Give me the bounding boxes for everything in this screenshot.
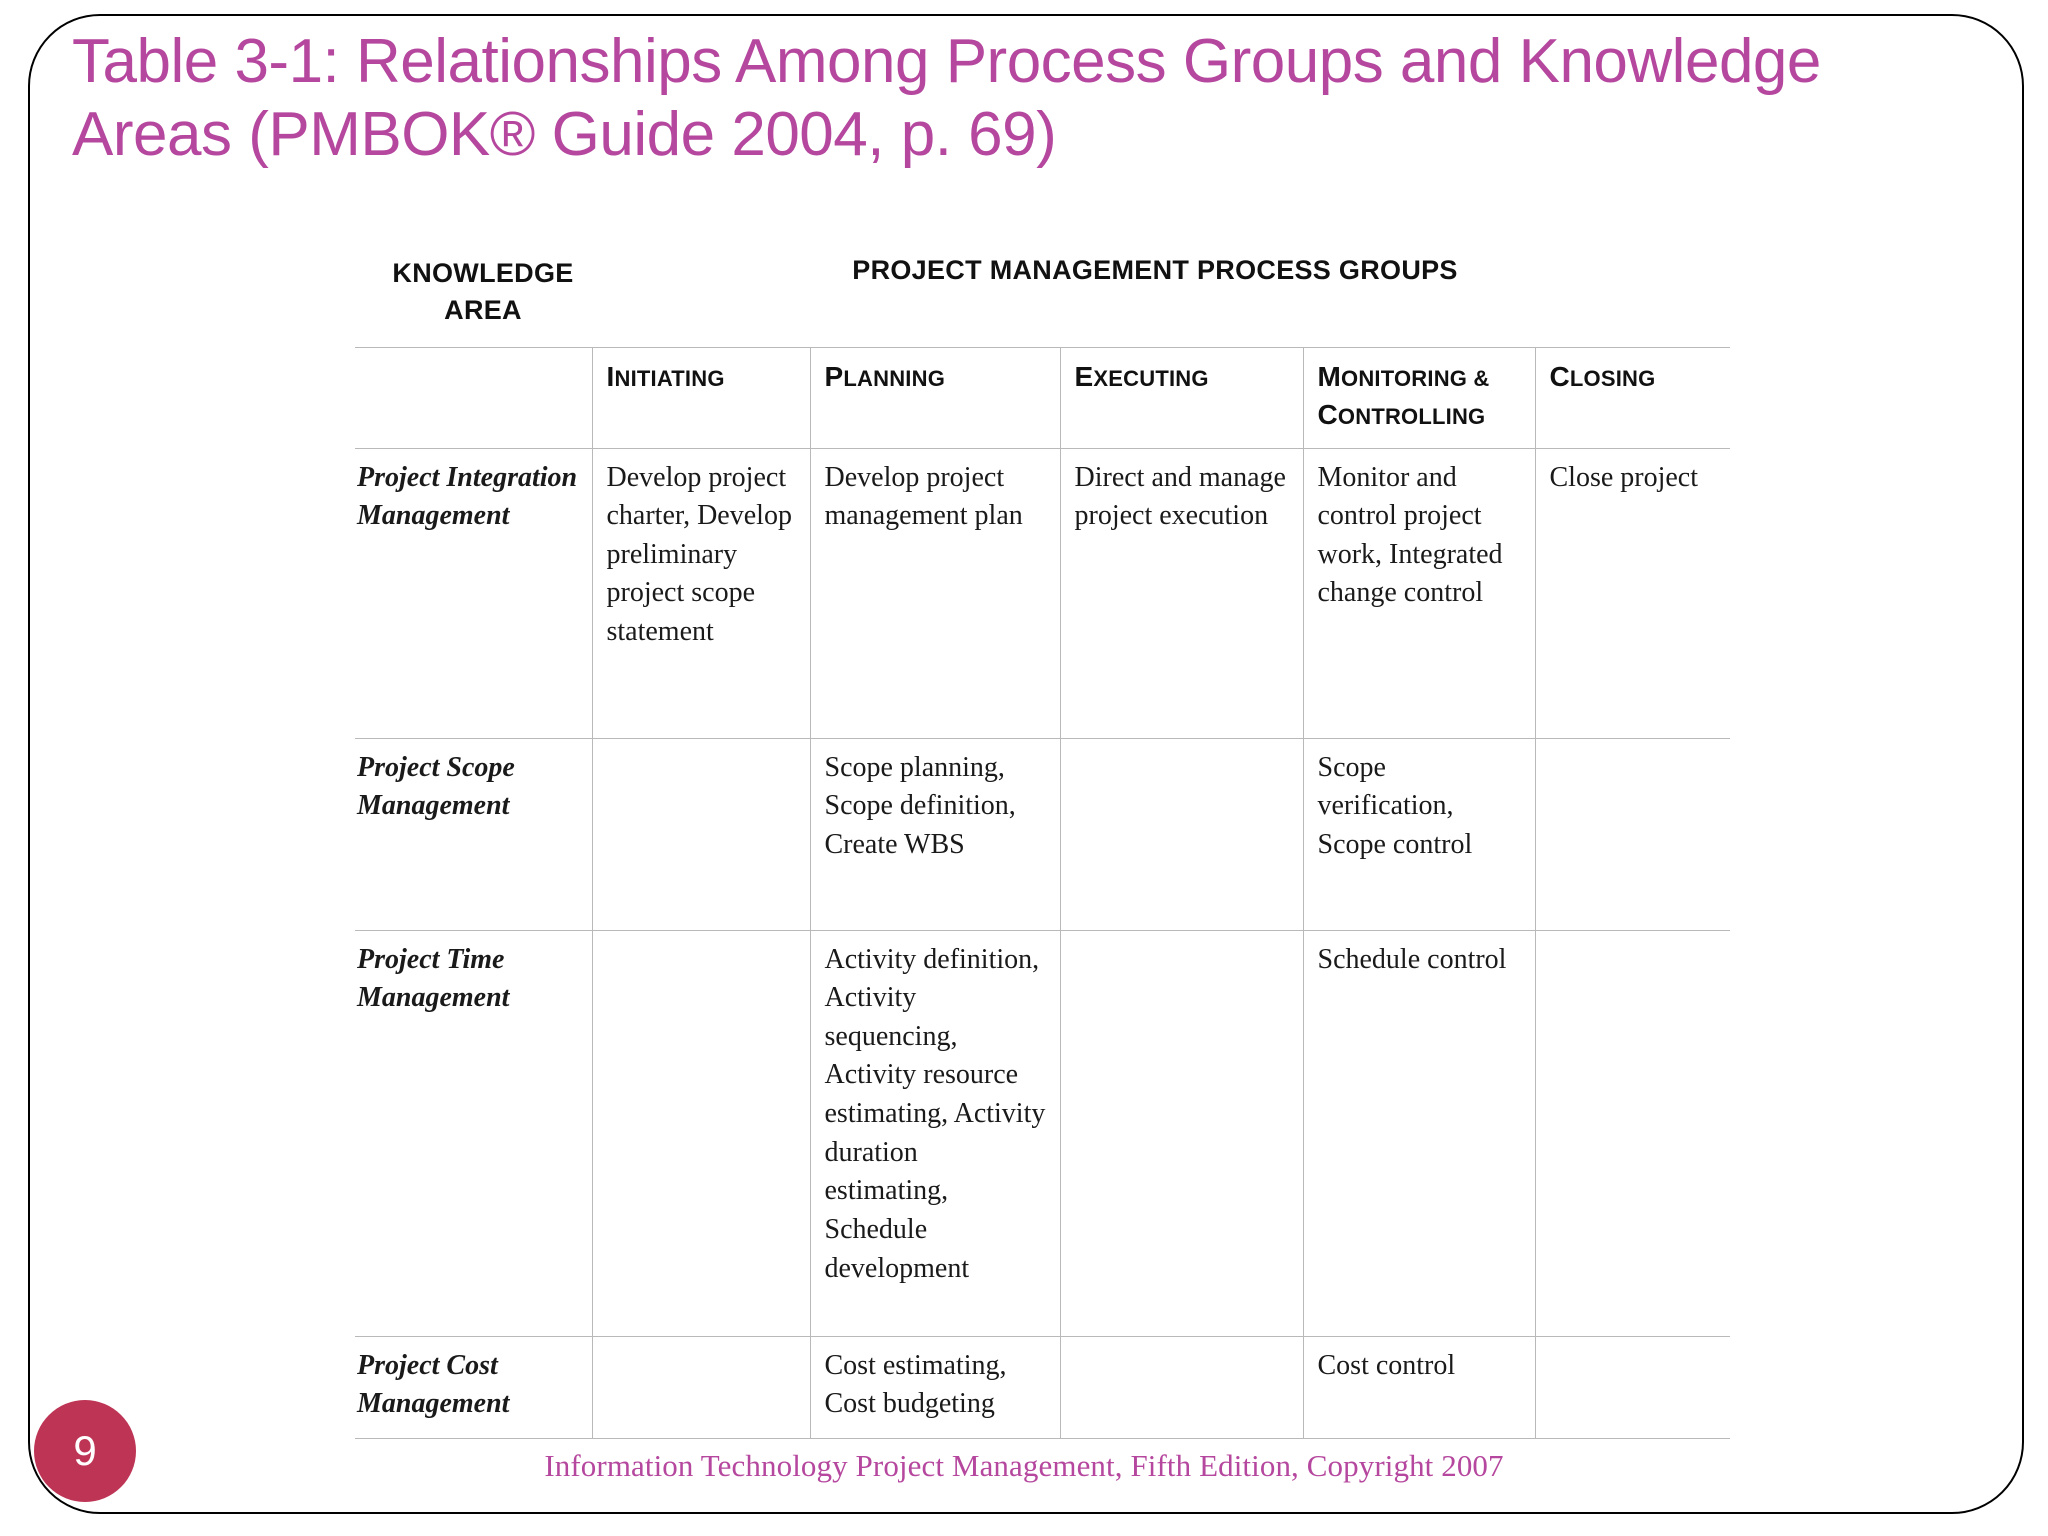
process-groups-header: PROJECT MANAGEMENT PROCESS GROUPS — [852, 255, 1458, 285]
cell-closing — [1534, 737, 1730, 931]
table-top-headers: KNOWLEDGE AREA PROJECT MANAGEMENT PROCES… — [355, 255, 1730, 347]
table-row: Project Integration Management Develop p… — [355, 447, 1730, 739]
column-header-closing: CLOSING — [1534, 347, 1730, 449]
cell-planning: Cost estimating, Cost budgeting — [809, 1335, 1060, 1439]
knowledge-area-cell: Project Integration Management — [355, 447, 592, 739]
cell-monitoring: Scope verification, Scope control — [1302, 737, 1535, 931]
monitoring-rest: ONITORING & — [1341, 366, 1490, 391]
knowledge-area-header-line1: KNOWLEDGE — [392, 258, 574, 288]
executing-rest: XECUTING — [1093, 366, 1209, 391]
table-row: Project Time Management Activity definit… — [355, 929, 1730, 1337]
cell-executing: Direct and manage project execution — [1059, 447, 1303, 739]
table-row: Project Cost Management Cost estimating,… — [355, 1335, 1730, 1439]
closing-cap: C — [1549, 361, 1570, 392]
cell-planning: Activity definition, Activity sequencing… — [809, 929, 1060, 1337]
initiating-cap: I — [606, 361, 615, 392]
cell-planning: Develop project management plan — [809, 447, 1060, 739]
cell-initiating: Develop project charter, Develop prelimi… — [591, 447, 810, 739]
table-row: Project Scope Management Scope planning,… — [355, 737, 1730, 931]
cell-executing — [1059, 1335, 1303, 1439]
knowledge-area-cell: Project Cost Management — [355, 1335, 592, 1439]
cell-closing — [1534, 1335, 1730, 1439]
controlling-cap: C — [1317, 398, 1338, 430]
cell-initiating — [591, 929, 810, 1337]
cell-initiating — [591, 737, 810, 931]
column-header-initiating: INITIATING — [591, 347, 810, 449]
footer-citation: Information Technology Project Managemen… — [544, 1448, 1504, 1483]
closing-rest: LOSING — [1569, 366, 1656, 391]
column-header-executing: EXECUTING — [1059, 347, 1303, 449]
cell-monitoring: Monitor and control project work, Integr… — [1302, 447, 1535, 739]
cell-initiating — [591, 1335, 810, 1439]
cell-monitoring: Schedule control — [1302, 929, 1535, 1337]
page-number-badge: 9 — [34, 1400, 136, 1502]
knowledge-area-header: KNOWLEDGE AREA — [363, 255, 603, 330]
cell-executing — [1059, 929, 1303, 1337]
column-header-monitoring-controlling: MONITORING & CONTROLLING — [1302, 347, 1535, 449]
initiating-rest: NITIATING — [614, 366, 725, 391]
relationships-table: INITIATING PLANNING EXECUTING MONITORING… — [355, 347, 1730, 1439]
table-header-row: INITIATING PLANNING EXECUTING MONITORING… — [355, 347, 1730, 449]
cell-planning: Scope planning, Scope definition, Create… — [809, 737, 1060, 931]
planning-rest: LANNING — [843, 366, 946, 391]
knowledge-area-cell: Project Time Management — [355, 929, 592, 1337]
executing-cap: E — [1074, 361, 1094, 392]
cell-closing — [1534, 929, 1730, 1337]
knowledge-area-cell: Project Scope Management — [355, 737, 592, 931]
knowledge-area-header-line2: AREA — [444, 295, 522, 326]
cell-executing — [1059, 737, 1303, 931]
column-header-planning: PLANNING — [809, 347, 1060, 449]
planning-cap: P — [824, 361, 844, 392]
cell-closing: Close project — [1534, 447, 1730, 739]
page-title: Table 3-1: Relationships Among Process G… — [72, 27, 1835, 169]
pmbok-table-container: KNOWLEDGE AREA PROJECT MANAGEMENT PROCES… — [355, 255, 1730, 1439]
column-header-area — [355, 347, 592, 449]
cell-monitoring: Cost control — [1302, 1335, 1535, 1439]
controlling-rest: ONTROLLING — [1337, 403, 1486, 429]
monitoring-cap: M — [1317, 361, 1342, 392]
